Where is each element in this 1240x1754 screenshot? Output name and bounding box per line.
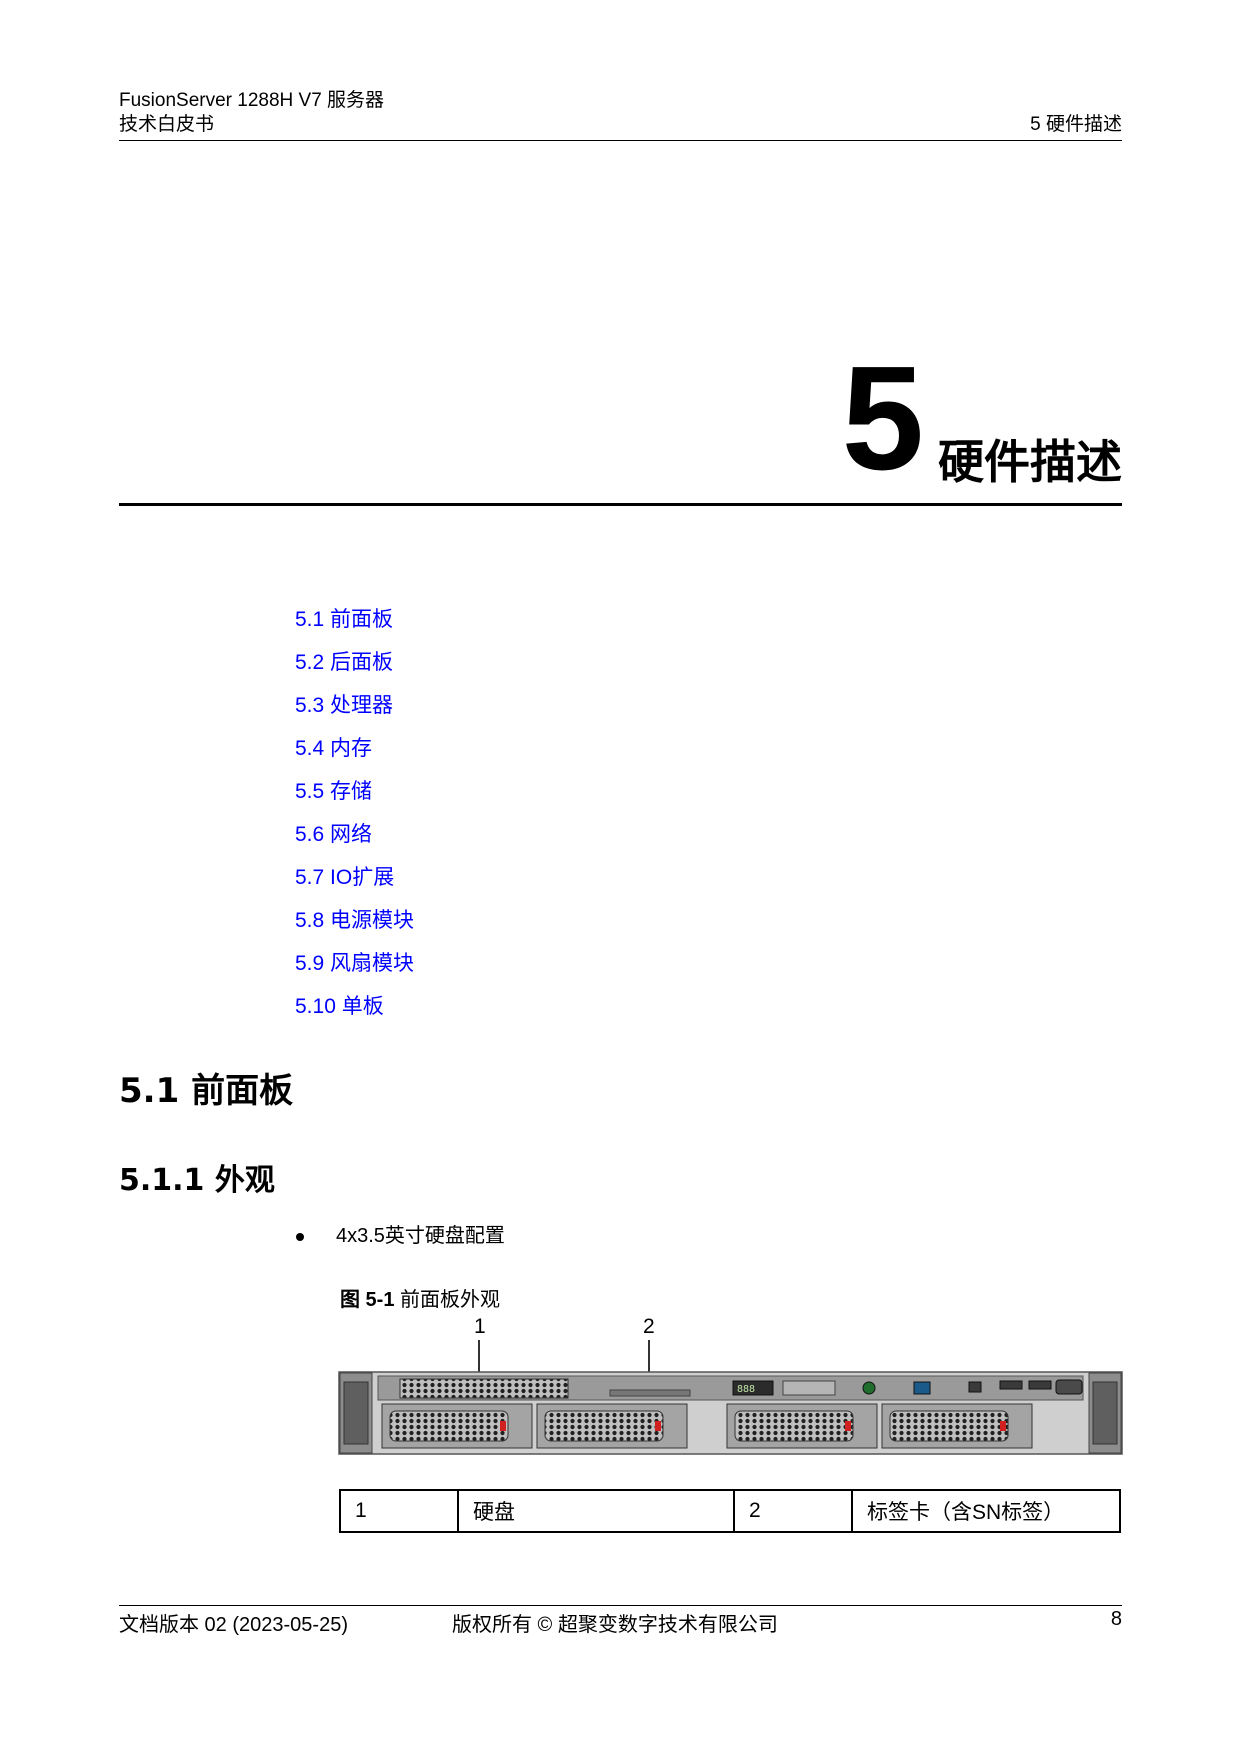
- bullet-text: 4x3.5英寸硬盘配置: [336, 1225, 505, 1247]
- toc-link-5-6[interactable]: 5.6 网络: [295, 823, 373, 846]
- chapter-number: 5: [841, 336, 924, 501]
- uid-button-icon: [913, 1381, 931, 1395]
- header-section: 5 硬件描述: [1030, 114, 1122, 135]
- figure-caption: 图 5-1 前面板外观: [340, 1283, 500, 1312]
- header-product: FusionServer 1288H V7 服务器: [119, 90, 385, 111]
- toc-item: 5.9 风扇模块: [295, 942, 414, 985]
- vga-port-icon: [1055, 1379, 1083, 1395]
- usb-port-icon: [1028, 1380, 1052, 1390]
- chapter-title-block: 5 硬件描述: [842, 345, 1122, 493]
- drive-latch-icon: [500, 1421, 506, 1431]
- drive-bay: [381, 1403, 533, 1449]
- toc-item: 5.10 单板: [295, 985, 414, 1028]
- toc-link-5-8[interactable]: 5.8 电源模块: [295, 909, 415, 932]
- figure-caption-text: 前面板外观: [400, 1289, 501, 1311]
- toc-item: 5.6 网络: [295, 813, 414, 856]
- power-button-icon: [862, 1381, 876, 1395]
- drive-latch-icon: [655, 1421, 661, 1431]
- drive-bay: [726, 1403, 878, 1449]
- footer-page-number: 8: [1110, 1608, 1122, 1630]
- toc-item: 5.7 IO扩展: [295, 856, 414, 899]
- table-cell: 1: [339, 1489, 459, 1533]
- callout-1: 1: [474, 1315, 486, 1338]
- toc-link-5-2[interactable]: 5.2 后面板: [295, 651, 394, 674]
- table-cell: 标签卡（含SN标签）: [851, 1489, 1121, 1533]
- table-cell: 硬盘: [457, 1489, 735, 1533]
- usb-port-icon: [968, 1381, 982, 1393]
- toc-item: 5.5 存储: [295, 770, 414, 813]
- subsection-heading: 5.1.1 外观: [119, 1163, 275, 1198]
- toc-item: 5.3 处理器: [295, 684, 414, 727]
- drive-bay: [536, 1403, 688, 1449]
- toc-item: 5.2 后面板: [295, 641, 414, 684]
- front-vent: [399, 1378, 569, 1399]
- chapter-toc: 5.1 前面板 5.2 后面板 5.3 处理器 5.4 内存 5.5 存储 5.…: [295, 598, 414, 1028]
- toc-link-5-3[interactable]: 5.3 处理器: [295, 694, 394, 717]
- bullet-dot-icon: [296, 1232, 304, 1241]
- usb-port-icon: [999, 1380, 1023, 1390]
- control-panel: 888: [732, 1379, 1083, 1396]
- section-heading: 5.1 前面板: [119, 1071, 294, 1111]
- table-row: 1 硬盘 2 标签卡（含SN标签）: [339, 1489, 1121, 1533]
- header-doc-type: 技术白皮书: [119, 114, 215, 135]
- chapter-title: 硬件描述: [938, 435, 1122, 489]
- drive-latch-icon: [1000, 1421, 1006, 1431]
- toc-link-5-7[interactable]: 5.7 IO扩展: [295, 866, 395, 889]
- left-mounting-ear: [339, 1372, 373, 1454]
- label-card: [609, 1389, 691, 1397]
- toc-item: 5.8 电源模块: [295, 899, 414, 942]
- toc-link-5-9[interactable]: 5.9 风扇模块: [295, 952, 415, 975]
- footer-version: 文档版本 02 (2023-05-25): [119, 1614, 348, 1636]
- toc-item: 5.4 内存: [295, 727, 414, 770]
- footer-copyright: 版权所有 © 超聚变数字技术有限公司: [452, 1614, 778, 1636]
- footer-divider: [119, 1605, 1122, 1606]
- right-mounting-ear: [1088, 1372, 1122, 1454]
- header-divider: [119, 140, 1122, 141]
- bullet-item: 4x3.5英寸硬盘配置: [296, 1219, 505, 1248]
- toc-link-5-10[interactable]: 5.10 单板: [295, 995, 384, 1018]
- figure-label: 图 5-1: [340, 1289, 395, 1311]
- toc-link-5-1[interactable]: 5.1 前面板: [295, 608, 394, 631]
- front-panel-figure: 1 2 888: [338, 1315, 1123, 1455]
- drive-latch-icon: [845, 1421, 851, 1431]
- toc-item: 5.1 前面板: [295, 598, 414, 641]
- figure-legend-table: 1 硬盘 2 标签卡（含SN标签）: [339, 1489, 1121, 1533]
- callout-2: 2: [643, 1315, 655, 1338]
- toc-link-5-4[interactable]: 5.4 内存: [295, 737, 373, 760]
- chapter-rule: [119, 503, 1122, 506]
- drive-bay: [881, 1403, 1033, 1449]
- status-display: 888: [737, 1384, 755, 1395]
- toc-link-5-5[interactable]: 5.5 存储: [295, 780, 373, 803]
- table-cell: 2: [733, 1489, 853, 1533]
